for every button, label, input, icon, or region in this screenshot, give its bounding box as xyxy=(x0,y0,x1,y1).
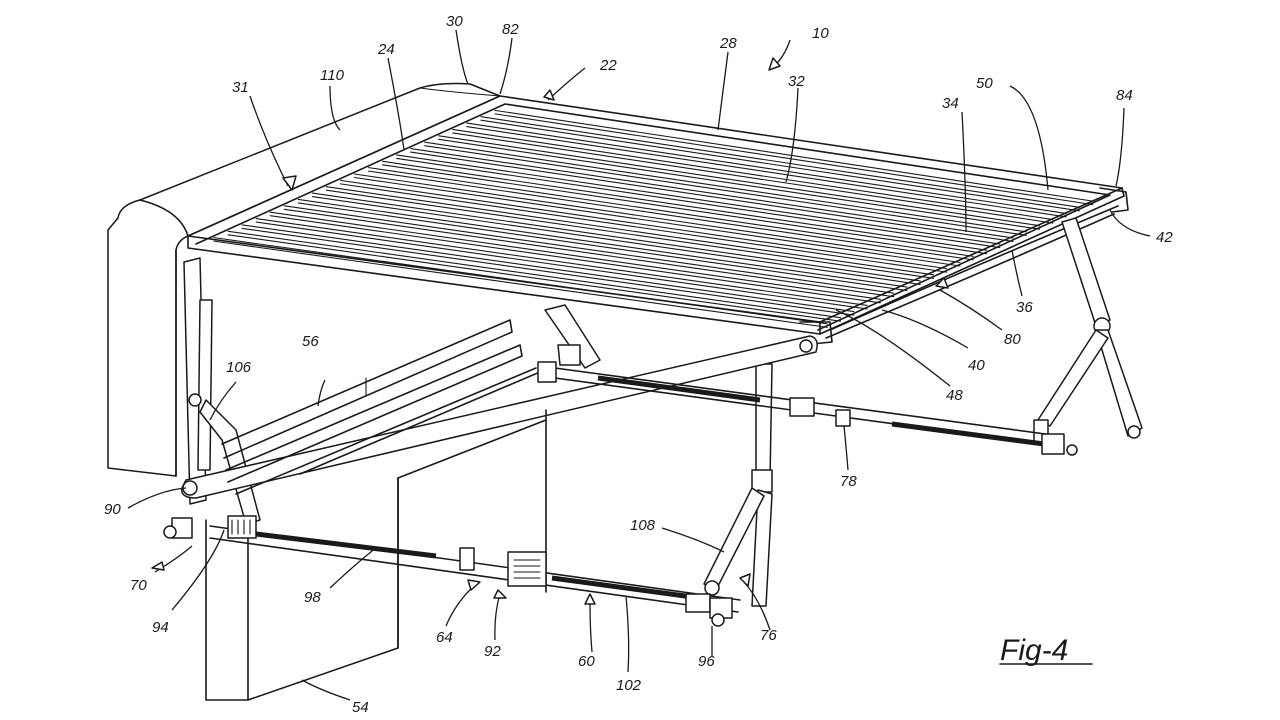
center-support-arm xyxy=(544,304,601,369)
callout-64: 64 xyxy=(436,629,453,646)
diagonal-brace xyxy=(181,335,818,499)
canopy-slat-line xyxy=(410,147,1014,239)
leader-lines xyxy=(127,29,1151,701)
canopy-slat-line xyxy=(382,160,988,251)
rear-shaft xyxy=(537,361,1078,456)
front-support-arm xyxy=(703,363,773,607)
callout-76: 76 xyxy=(760,627,777,644)
left-support-arm xyxy=(183,257,261,525)
callout-90: 90 xyxy=(104,501,121,518)
callout-70: 70 xyxy=(130,577,147,594)
canopy-slat-line xyxy=(241,224,855,313)
figure-label: Fig-4 xyxy=(1000,634,1068,667)
callout-50: 50 xyxy=(976,75,993,92)
callout-96: 96 xyxy=(698,653,715,670)
callout-78: 78 xyxy=(840,473,857,490)
canopy-slat-line xyxy=(311,192,921,282)
rear-support-arm xyxy=(1033,217,1143,445)
callout-24: 24 xyxy=(377,41,395,58)
callout-32: 32 xyxy=(788,73,805,90)
canopy-slat-line xyxy=(480,119,1081,212)
callout-98: 98 xyxy=(304,589,321,606)
canopy-slat-line xyxy=(283,208,895,298)
canopy-slat-line xyxy=(452,128,1054,221)
callout-106: 106 xyxy=(226,359,252,376)
canopy-slat-line xyxy=(466,122,1067,214)
canopy-slat-line xyxy=(466,126,1067,218)
canopy-slat-line xyxy=(213,237,828,325)
front-shaft xyxy=(163,515,741,627)
canopy-slat-line xyxy=(255,221,868,310)
canopy-slat-line xyxy=(283,205,895,294)
callout-102: 102 xyxy=(616,677,642,694)
canopy-slat-line xyxy=(494,113,1094,206)
canopy-slat-line xyxy=(227,234,842,322)
callout-54: 54 xyxy=(352,699,369,716)
callout-110: 110 xyxy=(320,67,345,84)
canopy-slat-line xyxy=(410,151,1014,243)
canopy-slat-line xyxy=(297,202,908,292)
canopy-slat-line xyxy=(269,211,881,300)
canopy-slat-line xyxy=(241,227,855,316)
canopy-slat-line xyxy=(269,215,881,304)
canopy-slat-line xyxy=(325,186,935,276)
canopy-slat-line xyxy=(452,132,1054,224)
callout-92: 92 xyxy=(484,643,501,660)
canopy-slat-line xyxy=(297,198,908,288)
callout-40: 40 xyxy=(968,357,985,374)
canopy-slat-line xyxy=(339,179,948,270)
callout-10: 10 xyxy=(812,25,829,42)
callout-28: 28 xyxy=(719,35,737,52)
canopy-slat-line xyxy=(438,138,1041,230)
callout-108: 108 xyxy=(630,517,656,534)
callout-36: 36 xyxy=(1016,299,1033,316)
canopy-slat-line xyxy=(480,116,1081,208)
canopy-slat-line xyxy=(438,135,1041,227)
callout-94: 94 xyxy=(152,619,169,636)
canopy-slat-line xyxy=(367,170,974,261)
canopy-slat-line xyxy=(227,230,842,319)
callout-22: 22 xyxy=(599,57,617,74)
canopy-slat-line xyxy=(367,167,974,257)
canopy-slat-line xyxy=(255,217,868,307)
awning-housing xyxy=(107,82,501,477)
canopy-slat-line xyxy=(339,183,948,273)
callout-82: 82 xyxy=(502,21,519,38)
canopy-slat-line xyxy=(424,145,1027,236)
canopy-slat-line xyxy=(325,189,935,279)
callout-48: 48 xyxy=(946,387,963,404)
callout-56: 56 xyxy=(302,333,319,350)
canopy-slat-line xyxy=(353,173,961,264)
canopy-slat-line xyxy=(396,157,1001,249)
callout-42: 42 xyxy=(1156,229,1173,246)
canopy-slat-line xyxy=(396,154,1001,245)
callout-31: 31 xyxy=(232,79,249,96)
canopy-slat-line xyxy=(213,240,828,328)
callout-34: 34 xyxy=(942,95,959,112)
canopy-slat-line xyxy=(353,176,961,267)
wall-panels xyxy=(205,319,547,701)
canopy-slat-line xyxy=(424,141,1027,233)
callout-30: 30 xyxy=(446,13,463,30)
callout-84: 84 xyxy=(1116,87,1133,104)
canopy-slat-line xyxy=(311,196,921,285)
callout-labels: 10 22 24 28 30 31 32 34 36 40 42 48 50 5… xyxy=(104,13,1173,716)
figure-label-group: Fig-4 xyxy=(999,634,1093,667)
callout-60: 60 xyxy=(578,653,595,670)
callout-80: 80 xyxy=(1004,331,1021,348)
canopy-slats xyxy=(213,109,1094,328)
canopy-slat-line xyxy=(494,109,1094,202)
canopy-slat-line xyxy=(382,164,988,255)
